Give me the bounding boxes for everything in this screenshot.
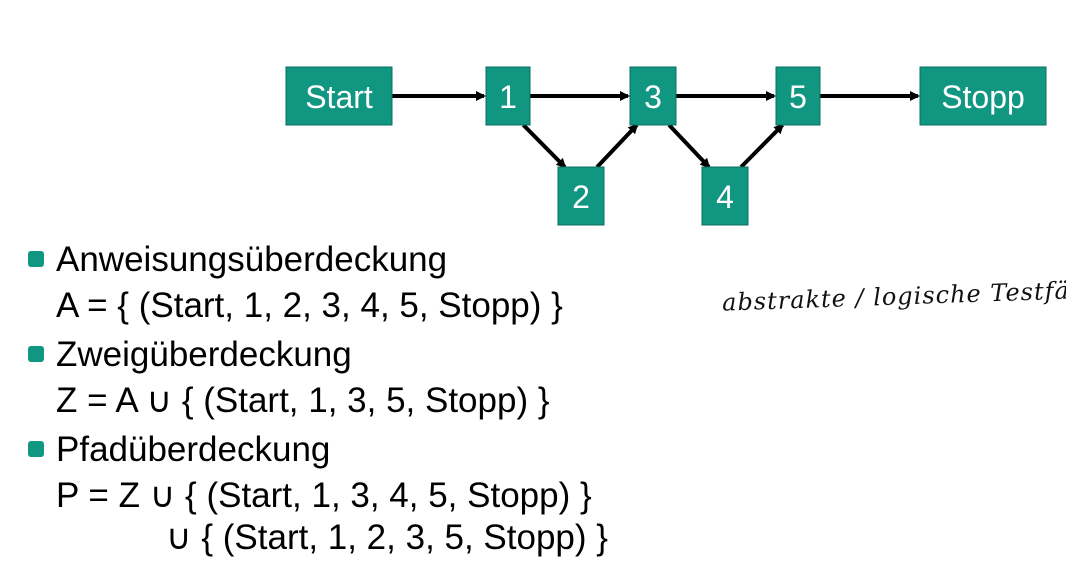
coverage-formula-branch: Z = A ∪ { (Start, 1, 3, 5, Stopp) } (56, 381, 550, 420)
arrow-n4-to-n5 (739, 123, 785, 169)
handwritten-note: abstrakte / logische Testfälle (721, 275, 1066, 317)
bullet-marker (28, 251, 44, 267)
node-box-stopp (919, 66, 1047, 126)
coverage-formula-path: P = Z ∪ { (Start, 1, 3, 4, 5, Stopp) } (56, 476, 592, 515)
node-box-n2 (557, 166, 605, 226)
node-label-start: Start (305, 79, 373, 115)
node-box-start (285, 66, 393, 126)
coverage-heading-path: Pfadüberdeckung (56, 430, 331, 469)
arrow-n3-to-n4 (667, 123, 711, 169)
node-label-stopp: Stopp (941, 79, 1025, 115)
node-n3: 3 (629, 66, 677, 126)
node-label-n2: 2 (572, 179, 590, 215)
node-label-n5: 5 (789, 79, 807, 115)
control-flow-graph: Start 1 2 3 4 5 Stopp (285, 66, 1047, 226)
bullet-marker (28, 346, 44, 362)
node-box-n4 (701, 166, 749, 226)
node-box-n5 (775, 66, 821, 126)
node-n5: 5 (775, 66, 821, 126)
node-stopp: Stopp (919, 66, 1047, 126)
node-label-n1: 1 (499, 79, 517, 115)
arrow-n1-to-n2 (521, 123, 567, 169)
node-n1: 1 (485, 66, 531, 126)
node-start: Start (285, 66, 393, 126)
node-label-n4: 4 (716, 179, 734, 215)
bullet-marker (28, 441, 44, 457)
arrow-n2-to-n3 (595, 123, 639, 169)
node-n2: 2 (557, 166, 605, 226)
coverage-heading-statement: Anweisungsüberdeckung (56, 240, 448, 279)
coverage-formula-path-continued: ∪ { (Start, 1, 2, 3, 5, Stopp) } (166, 518, 608, 557)
coverage-formula-statement: A = { (Start, 1, 2, 3, 4, 5, Stopp) } (56, 286, 563, 325)
node-n4: 4 (701, 166, 749, 226)
node-box-n1 (485, 66, 531, 126)
coverage-heading-branch: Zweigüberdeckung (56, 335, 352, 374)
node-label-n3: 3 (644, 79, 662, 115)
node-box-n3 (629, 66, 677, 126)
